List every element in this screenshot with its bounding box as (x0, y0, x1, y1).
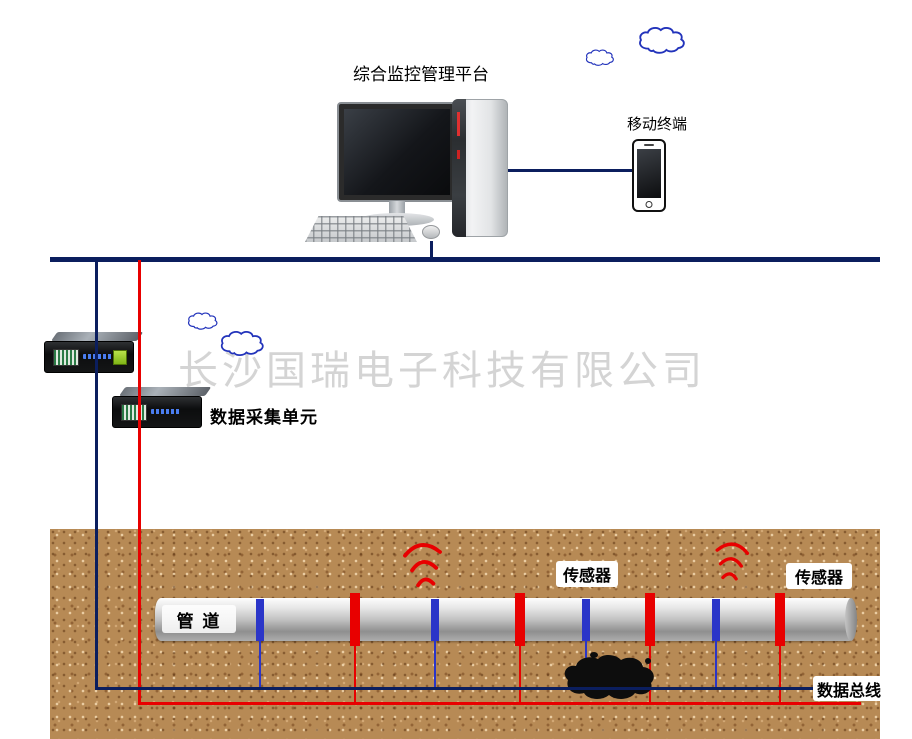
phone-speaker (644, 144, 654, 146)
dau-display (53, 349, 79, 366)
monitor-icon (337, 102, 457, 202)
computer-bus-connector (430, 241, 433, 258)
mobile-terminal-label: 移动终端 (627, 116, 688, 133)
dau-display (121, 404, 147, 421)
dau-front-panel (112, 396, 202, 428)
tower-accent-light (457, 112, 460, 136)
monitor-stand (389, 201, 405, 215)
cloud-icon (636, 25, 698, 60)
dau-status-led (113, 350, 127, 365)
cloud-icon (186, 311, 226, 334)
leak-blob-icon (558, 650, 660, 702)
phone-screen (637, 149, 661, 198)
mobile-phone-icon (632, 139, 666, 212)
data-bus-label: 数据总线 (813, 676, 885, 701)
dau-top-face (119, 387, 212, 396)
dau-model-marking (83, 354, 113, 359)
underground-data-bus-red (138, 702, 861, 705)
watermark-text: 长沙国瑞电子科技有限公司 (178, 349, 706, 393)
signal-waves-icon (399, 538, 449, 598)
dau-front-panel (44, 341, 134, 373)
cloud-icon (584, 48, 622, 70)
tower-phone-connector (508, 169, 634, 172)
pipe-label: 管 道 (162, 605, 236, 633)
phone-home-button (645, 201, 653, 208)
sensor-label: 传感器 (556, 561, 618, 587)
cloud-icon (218, 329, 276, 362)
dau-label: 数据采集单元 (210, 408, 318, 427)
blue-riser-cable (95, 260, 98, 690)
underground-data-bus-blue (95, 687, 861, 690)
mouse-icon (422, 225, 440, 239)
red-riser-cable (138, 260, 141, 705)
sensor-label: 传感器 (786, 563, 852, 589)
tower-front-panel (452, 99, 466, 237)
dau-model-marking (151, 409, 181, 414)
data-acquisition-unit-2 (112, 387, 212, 428)
pipeline-end-cap (845, 598, 857, 641)
platform-title: 综合监控管理平台 (353, 65, 489, 84)
pipeline (155, 598, 855, 641)
signal-waves-icon (709, 536, 752, 592)
keyboard-icon (305, 216, 417, 242)
data-acquisition-unit-1 (44, 332, 144, 373)
monitor-screen (344, 109, 450, 195)
network-bus-line (50, 257, 880, 262)
tower-accent-light (457, 150, 460, 159)
